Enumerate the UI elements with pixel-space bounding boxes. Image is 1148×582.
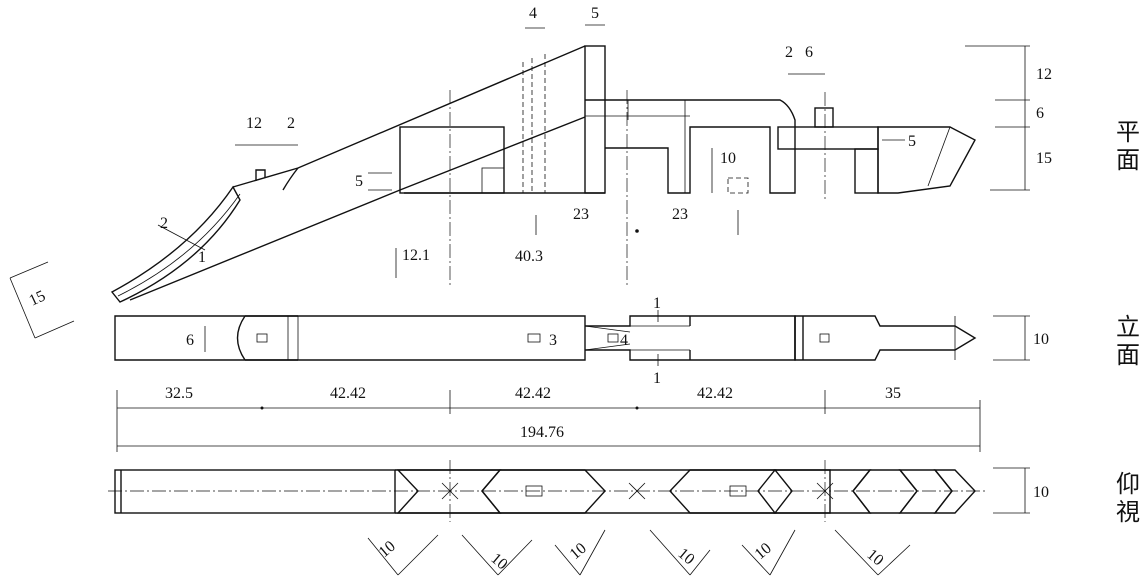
view-label-bottom: 仰視 [1116, 470, 1140, 526]
elev-peg-4 [819, 333, 830, 343]
overall-seg5: 35 [885, 385, 901, 402]
plan-dim-4-top: 4 [529, 5, 537, 22]
plan-dim-12-1: 12.1 [402, 247, 430, 264]
elev-peg-2 [527, 333, 541, 343]
elevation-view [114, 310, 1030, 366]
plan-dashed-peg [727, 177, 749, 194]
overall-seg4: 42.42 [697, 385, 733, 402]
elev-outline-left [114, 315, 586, 361]
elev-dim-6: 6 [186, 332, 194, 349]
elev-dim-1-top: 1 [653, 295, 661, 312]
plan-dim-5-top: 5 [591, 5, 599, 22]
plan-curved-tip-inner [117, 193, 241, 297]
plan-notch-left [255, 167, 299, 191]
plan-dim-12: 12 [246, 115, 262, 132]
bottom-dim-mark-b [461, 534, 533, 576]
bottom-joint-4 [773, 469, 872, 514]
bottom-view [108, 460, 1030, 576]
bottom-tip-1 [852, 469, 918, 514]
plan-dim-5-right: 5 [908, 133, 916, 150]
plan-dim-curve-2: 2 [160, 215, 168, 232]
overall-seg2: 42.42 [330, 385, 366, 402]
plan-dim-curve-1: 1 [198, 249, 206, 266]
plan-peg-top [814, 107, 834, 128]
bottom-dim-mark-c [554, 529, 606, 576]
overall-dot-1 [260, 406, 264, 410]
elev-peg-3 [607, 333, 619, 343]
bottom-body [395, 469, 831, 514]
elev-joint [585, 315, 796, 361]
plan-dim-15-side: 15 [1036, 150, 1052, 167]
bottom-cross-2 [628, 482, 646, 500]
plan-curve-dim [157, 224, 206, 251]
bottom-dim-10-c: 10 [567, 540, 590, 563]
overall-seg1: 32.5 [165, 385, 193, 402]
bottom-dim-mark-d [649, 529, 711, 576]
bottom-dim-10-f: 10 [863, 546, 886, 569]
plan-dim-6-side: 6 [1036, 105, 1044, 122]
plan-curved-tip [110, 185, 241, 303]
bottom-joint-2 [481, 469, 606, 514]
elev-dim-1-bottom: 1 [653, 370, 661, 387]
bottom-joint-3 [669, 469, 777, 514]
overall-dot-2 [635, 406, 639, 410]
elev-right-body [794, 315, 977, 361]
plan-dim-40-3: 40.3 [515, 248, 543, 265]
elev-dim-3: 3 [549, 332, 557, 349]
plan-dim-angled-15: 15 [27, 287, 49, 309]
plan-center-dot [635, 229, 639, 233]
plan-dim-23-b: 23 [672, 206, 688, 223]
bottom-dim-10-b: 10 [487, 550, 510, 573]
plan-block-right [777, 126, 879, 150]
plan-dim-23-a: 23 [573, 206, 589, 223]
plan-dim-12-side: 12 [1036, 66, 1052, 83]
plan-post [584, 45, 606, 194]
plan-dim-10-mid: 10 [720, 150, 736, 167]
plan-dim-6-top-right: 6 [805, 44, 813, 61]
plan-dim-2-top-right: 2 [785, 44, 793, 61]
bottom-dim-10-a: 10 [376, 538, 399, 561]
plan-beam-bottom-edge [129, 116, 586, 301]
plan-dim-5-left: 5 [355, 173, 363, 190]
view-label-elevation: 立面 [1116, 313, 1140, 369]
bottom-dim-10-side: 10 [1033, 484, 1049, 501]
elev-dim-4: 4 [620, 332, 628, 349]
bottom-dim-10-d: 10 [674, 545, 697, 568]
elev-left-recess [236, 315, 298, 361]
overall-seg3: 42.42 [515, 385, 551, 402]
overall-total: 194.76 [520, 424, 564, 441]
bottom-peg-1 [525, 485, 543, 497]
plan-view [9, 24, 1030, 339]
bottom-dim-mark-a [367, 534, 439, 576]
bottom-outline [114, 469, 396, 514]
bottom-dim-mark-f [834, 529, 911, 576]
elev-dim-10: 10 [1033, 331, 1049, 348]
plan-angled-dim-15 [9, 261, 75, 339]
plan-right-tip-inner [927, 126, 951, 187]
plan-block-left-slot [481, 167, 505, 194]
plan-block-right-lower [854, 148, 879, 194]
elev-peg-1 [256, 333, 268, 343]
plan-right-tip [877, 126, 976, 194]
view-label-plan: 平面 [1116, 118, 1140, 174]
overall-dimension-lines [116, 390, 981, 452]
bottom-peg-2 [729, 485, 747, 497]
bottom-tip-2 [898, 469, 953, 514]
plan-central-body [585, 99, 796, 194]
bottom-tip-3 [933, 469, 976, 514]
elev-joint-taper [584, 325, 631, 351]
plan-dim-2: 2 [287, 115, 295, 132]
bottom-dim-mark-e [741, 529, 796, 576]
